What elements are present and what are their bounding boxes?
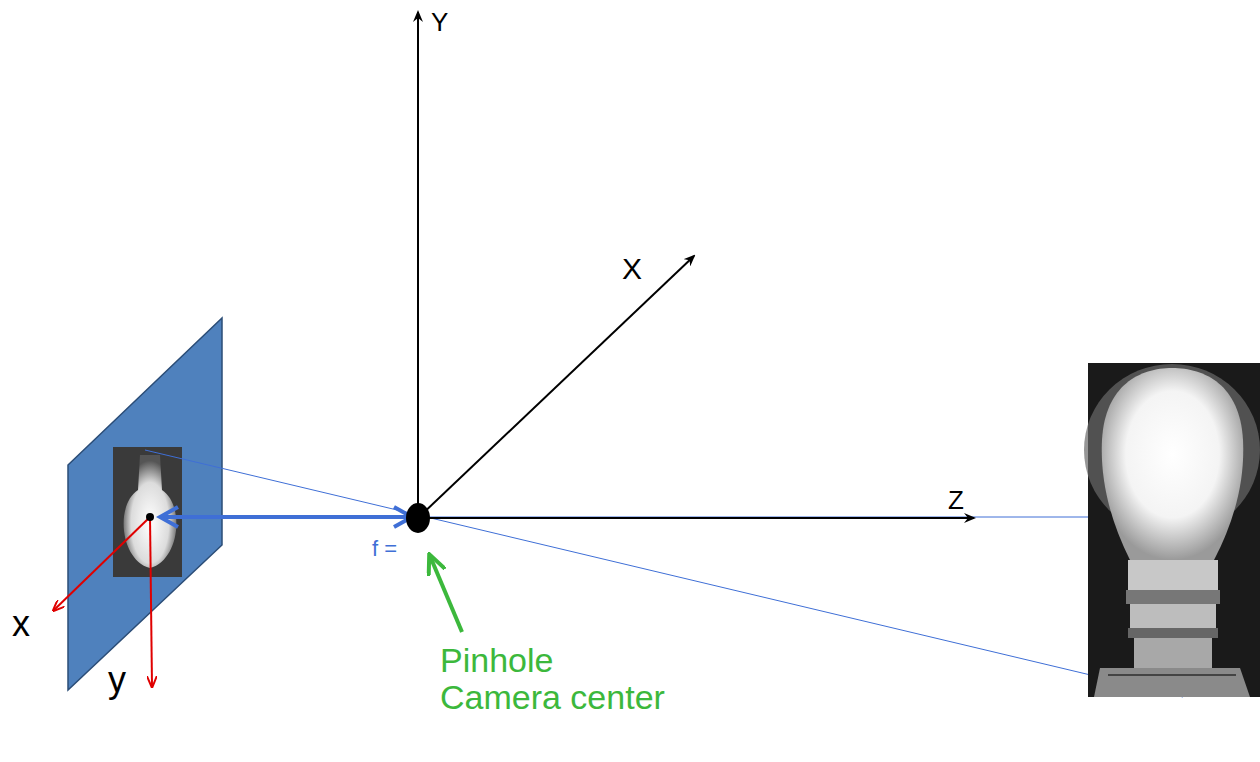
image-axis-label: y	[108, 660, 126, 700]
pinhole-label: Pinhole Camera center	[440, 642, 680, 717]
axis-label: Y	[431, 8, 448, 37]
axis-label: X	[622, 252, 642, 285]
image-axis-label: x	[12, 604, 30, 644]
axis-label: Z	[948, 486, 964, 515]
focal-length-label: f =	[372, 537, 397, 561]
